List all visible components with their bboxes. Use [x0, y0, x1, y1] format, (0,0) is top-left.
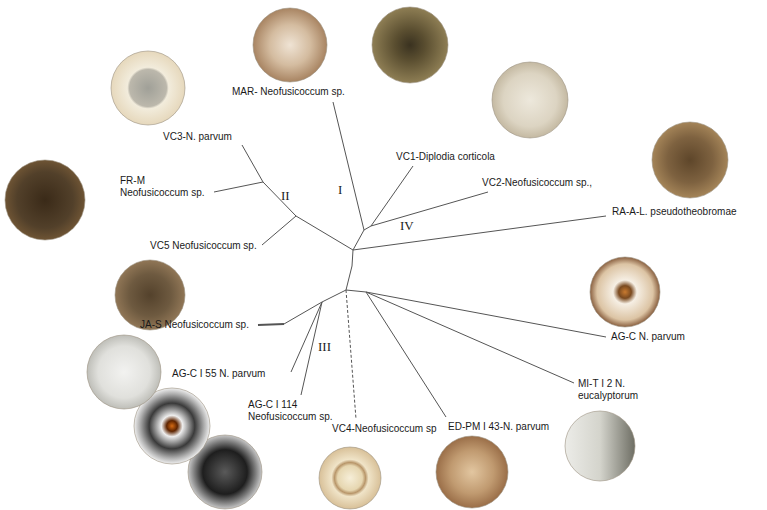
taxon-label: AG-C N. parvum: [611, 331, 711, 343]
taxon-label: AG-C I 114 Neofusicoccum sp.: [248, 399, 343, 423]
tree-branches: [214, 102, 606, 419]
taxon-label: MI-T I 2 N. eucalyptorum: [578, 378, 648, 402]
taxon-label: JA-S Neofusicoccum sp.: [140, 319, 256, 331]
taxon-label: RA-A-L. pseudotheobromae: [612, 206, 762, 218]
taxon-label: VC1-Diplodia corticola: [396, 151, 516, 163]
clade-numeral: I: [338, 183, 358, 197]
taxon-label: VC5 Neofusicoccum sp.: [150, 240, 260, 252]
taxon-label: FR-M Neofusicoccum sp.: [120, 175, 212, 199]
clade-numeral: III: [318, 340, 346, 354]
taxon-label: VC3-N. parvum: [163, 131, 243, 143]
colony-photos: [5, 7, 728, 509]
taxon-label: ED-PM I 43-N. parvum: [448, 421, 568, 433]
taxon-label: AG-C I 55 N. parvum: [172, 368, 288, 380]
clade-numeral: II: [281, 189, 305, 203]
taxon-label: MAR- Neofusicoccum sp.: [232, 86, 352, 98]
clade-numeral: IV: [400, 219, 428, 233]
taxon-label: VC4-Neofusicoccum sp: [332, 423, 447, 435]
taxon-label: VC2-Neofusicoccum sp.,: [482, 177, 606, 189]
